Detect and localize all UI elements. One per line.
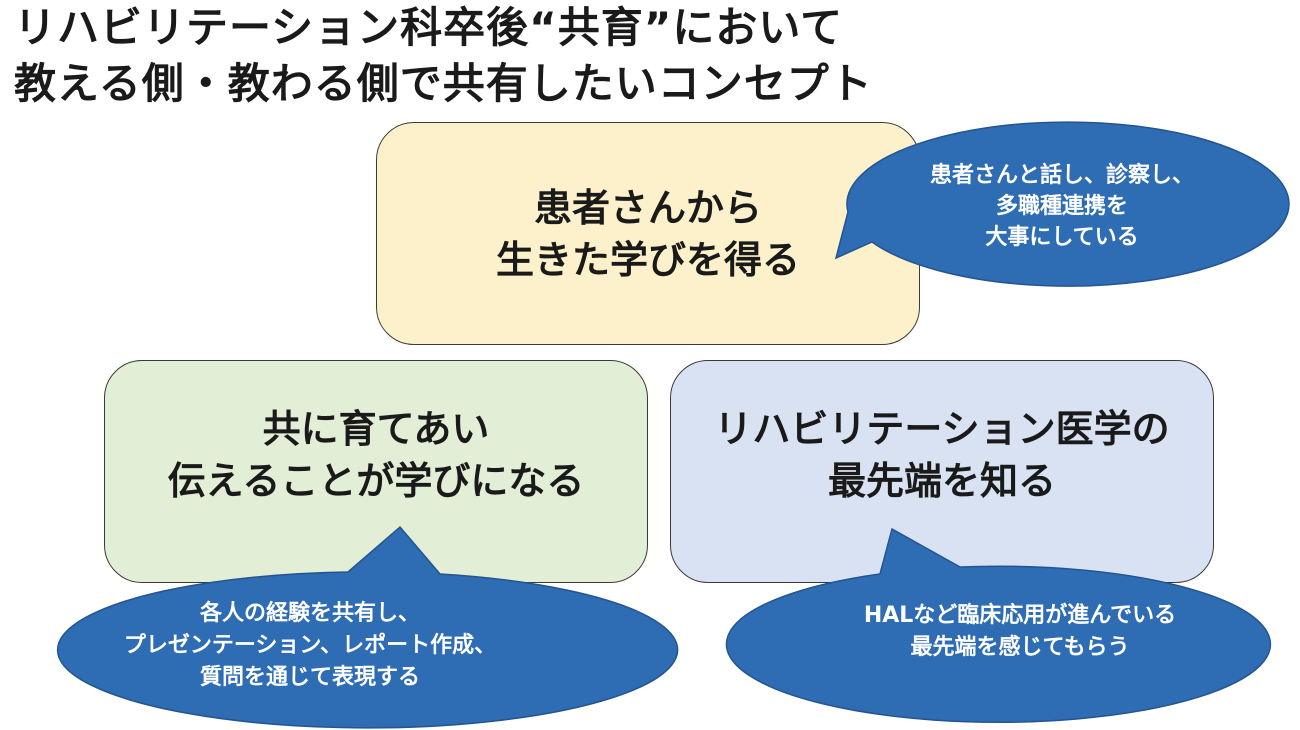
page-title: リハビリテーション科卒後“共育”において 教える側・教わる側で共有したいコンセプ… bbox=[14, 0, 873, 112]
callout-text-patient: 患者さんと話し、診察し、 多職種連携を 大事にしている bbox=[872, 160, 1252, 253]
callout-patient-line-1: 患者さんと話し、診察し、 bbox=[929, 163, 1194, 188]
callout-text-edge: HALなど臨床応用が進んでいる 最先端を感じてもらう bbox=[780, 600, 1260, 664]
title-line-1: リハビリテーション科卒後“共育”において bbox=[14, 3, 844, 52]
title-line-2: 教える側・教わる側で共有したいコンセプト bbox=[14, 59, 873, 108]
concept-patient-line-2: 生きた学びを得る bbox=[495, 237, 800, 282]
callout-growth-line-1: 各人の経験を共有し、 bbox=[199, 601, 420, 626]
callout-edge-line-2: 最先端を感じてもらう bbox=[910, 635, 1130, 660]
callout-patient-line-3: 大事にしている bbox=[985, 225, 1139, 250]
concept-box-mutual-growth: 共に育てあい 伝えることが学びになる bbox=[104, 360, 648, 583]
concept-edge-line-1: リハビリテーション医学の bbox=[714, 406, 1170, 451]
concept-growth-line-2: 伝えることが学びになる bbox=[167, 458, 585, 503]
callout-edge-line-1: HALなど臨床応用が進んでいる bbox=[863, 603, 1177, 628]
callout-patient-line-2: 多職種連携を bbox=[995, 194, 1128, 219]
concept-box-patient-learning: 患者さんから 生きた学びを得る bbox=[376, 122, 920, 345]
concept-edge-line-2: 最先端を知る bbox=[827, 458, 1056, 503]
concept-growth-line-1: 共に育てあい bbox=[262, 406, 490, 451]
callout-growth-line-3: 質問を通じて表現する bbox=[199, 665, 420, 690]
concept-box-cutting-edge: リハビリテーション医学の 最先端を知る bbox=[670, 360, 1214, 583]
callout-growth-line-2: プレゼンテーション、レポート作成、 bbox=[123, 633, 497, 658]
concept-patient-line-1: 患者さんから bbox=[533, 185, 762, 230]
callout-text-growth: 各人の経験を共有し、 プレゼンテーション、レポート作成、 質問を通じて表現する bbox=[40, 598, 580, 694]
